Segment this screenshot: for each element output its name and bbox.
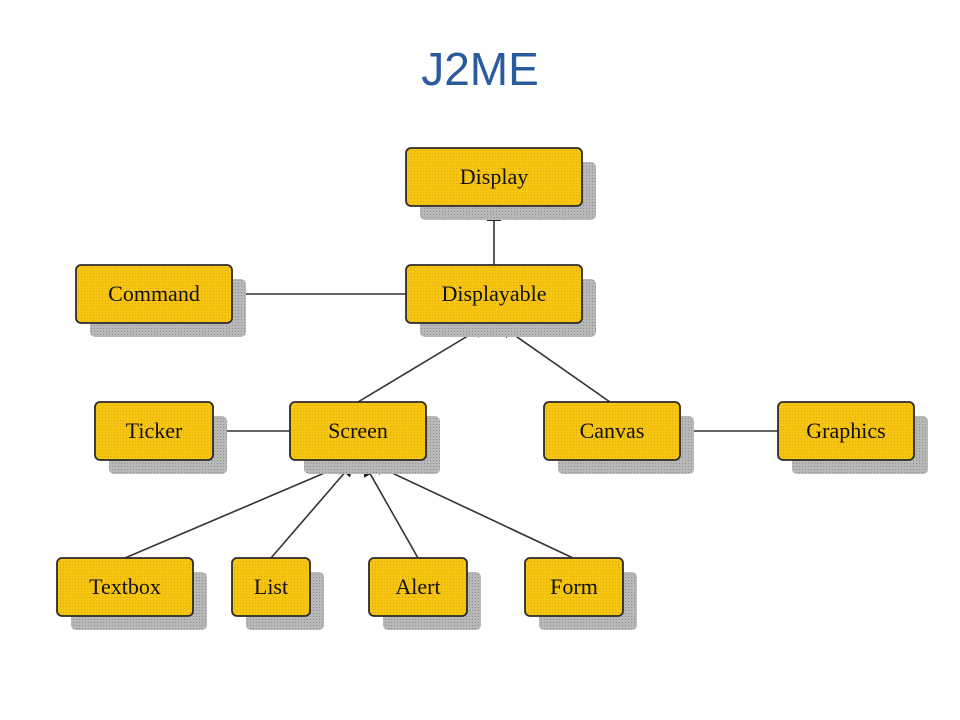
node-list: List	[231, 557, 324, 630]
node-box	[231, 557, 311, 617]
node-form: Form	[524, 557, 637, 630]
node-command: Command	[75, 264, 246, 337]
edge-alert-to-screen	[363, 461, 419, 559]
node-label: Ticker	[126, 418, 183, 443]
slide-title: J2ME	[421, 43, 539, 95]
edge-list-to-screen	[270, 461, 354, 559]
node-graphics: Graphics	[777, 401, 928, 474]
node-box	[777, 401, 915, 461]
node-box	[289, 401, 427, 461]
node-display: Display	[405, 147, 596, 220]
node-textbox: Textbox	[56, 557, 207, 630]
edges-layer	[124, 206, 778, 559]
edge-form-to-screen	[369, 462, 574, 559]
node-label: Display	[460, 164, 528, 189]
node-box	[405, 264, 583, 324]
node-box	[543, 401, 681, 461]
node-label: Screen	[328, 418, 388, 443]
node-box	[56, 557, 194, 617]
node-label: Textbox	[89, 574, 161, 599]
node-box	[405, 147, 583, 207]
edge-screen-to-displayable	[357, 324, 488, 403]
node-screen: Screen	[289, 401, 440, 474]
node-label: Displayable	[441, 281, 546, 306]
node-box	[524, 557, 624, 617]
node-label: Graphics	[806, 418, 885, 443]
node-canvas: Canvas	[543, 401, 694, 474]
node-box	[75, 264, 233, 324]
node-label: Alert	[395, 574, 440, 599]
node-label: Form	[550, 574, 598, 599]
node-label: Command	[108, 281, 200, 306]
edge-textbox-to-screen	[124, 461, 350, 559]
node-box	[94, 401, 214, 461]
node-box	[368, 557, 468, 617]
node-ticker: Ticker	[94, 401, 227, 474]
node-alert: Alert	[368, 557, 481, 630]
node-label: List	[254, 574, 288, 599]
edge-canvas-to-displayable	[498, 324, 611, 403]
node-label: Canvas	[580, 418, 645, 443]
node-displayable: Displayable	[405, 264, 596, 337]
